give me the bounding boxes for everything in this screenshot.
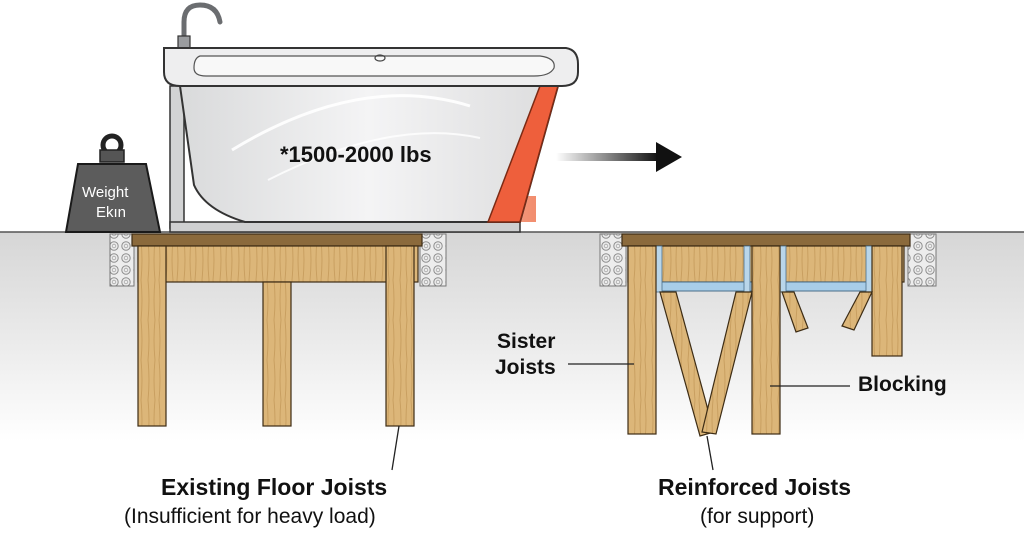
reinforced-joists-title: Reinforced Joists [658, 474, 851, 500]
weight-icon [64, 133, 162, 233]
bathtub-illustration [163, 2, 579, 233]
reinforced-joists-subtitle: (for support) [700, 505, 815, 528]
subfloor-left [131, 233, 423, 247]
joist-left-3 [385, 245, 415, 427]
joist-right-2 [751, 245, 781, 435]
strap-4 [865, 245, 873, 293]
weight-label-line1: Weight [82, 184, 129, 201]
joist-left-1 [137, 245, 167, 427]
rim-beam-left [137, 245, 419, 283]
gravel-left-2 [419, 233, 447, 287]
faucet-icon [181, 2, 223, 47]
sister-joists-label-line1: Sister [497, 330, 556, 353]
sister-joists-label-line2: Joists [495, 356, 556, 379]
leader-existing [391, 425, 400, 471]
strap-1 [655, 245, 663, 293]
weight-label-line2: Ekın [96, 204, 127, 221]
existing-joists-subtitle: (Insufficient for heavy load) [124, 505, 376, 528]
tub-load-label: *1500-2000 lbs [280, 142, 432, 167]
blocking-piece-2 [841, 291, 873, 331]
subfloor-right [621, 233, 911, 247]
joist-right-1 [627, 245, 657, 435]
blocking-label: Blocking [858, 373, 947, 396]
blocking-piece-1 [781, 291, 809, 333]
sister-diagonal-2 [701, 291, 753, 435]
strap-2 [743, 245, 751, 293]
joist-left-2 [262, 281, 292, 427]
direction-arrow-shaft [556, 153, 658, 161]
strap-3 [779, 245, 787, 293]
joist-right-3 [871, 245, 903, 357]
leader-reinforced [706, 435, 714, 471]
gravel-right-2 [907, 233, 937, 287]
direction-arrow-head [656, 142, 682, 172]
existing-joists-title: Existing Floor Joists [161, 474, 388, 500]
gravel-left-1 [109, 233, 135, 287]
